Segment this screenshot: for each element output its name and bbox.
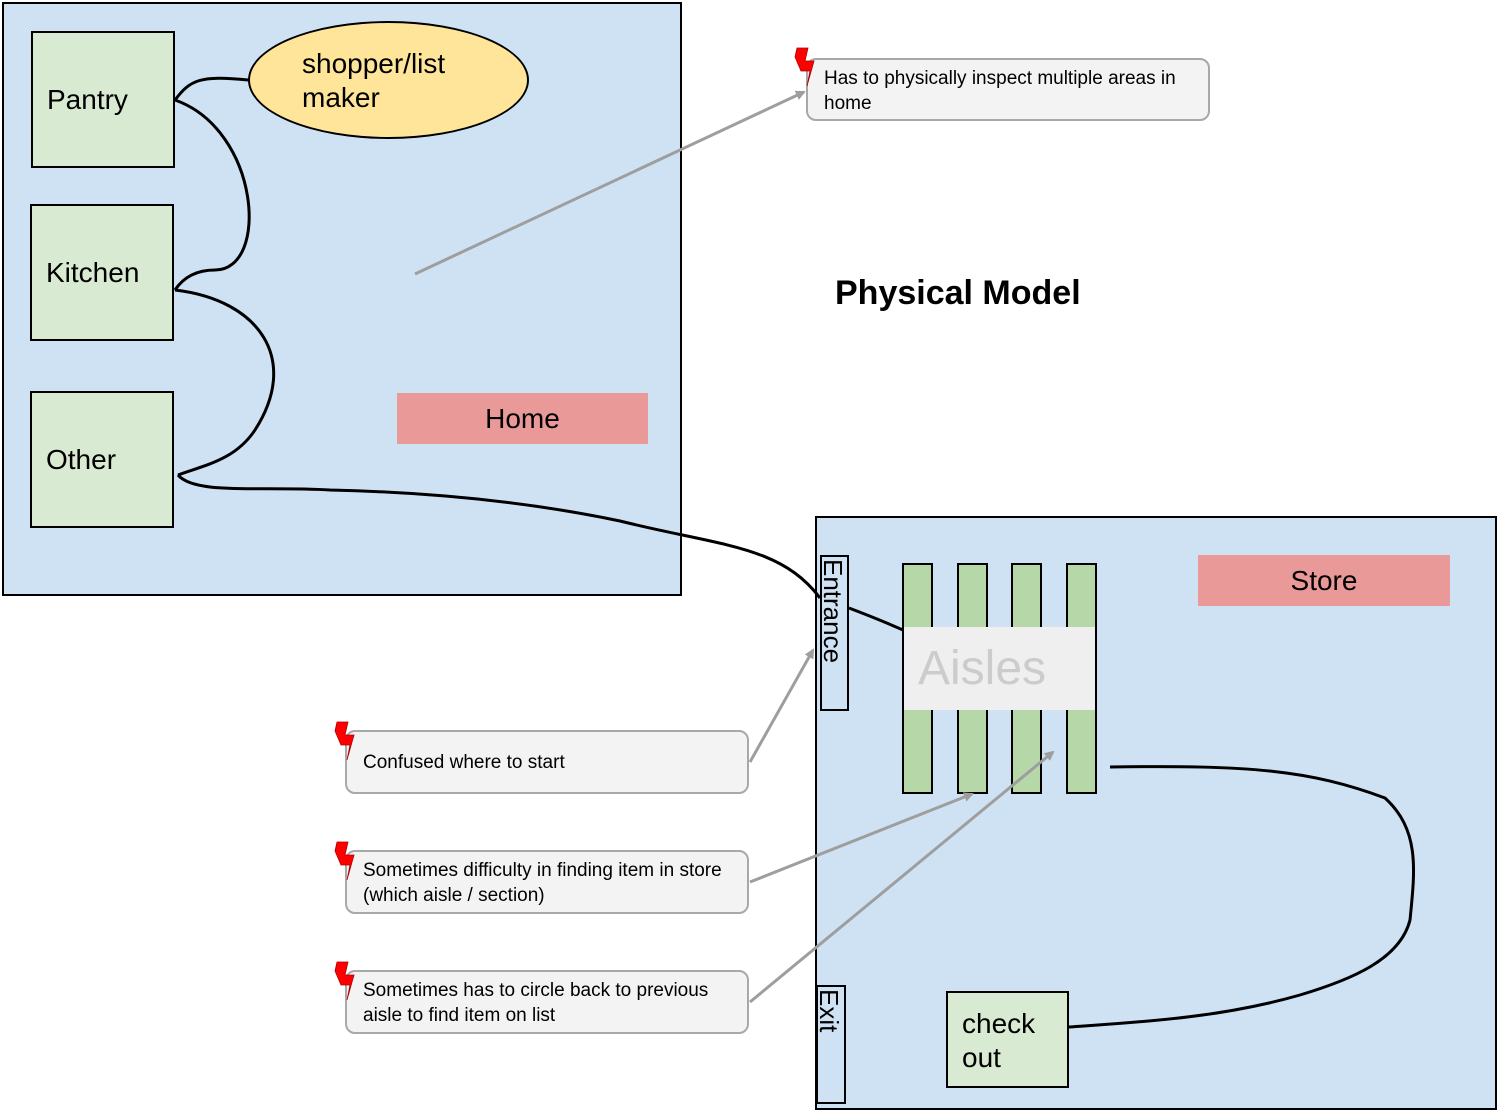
actor-label: shopper/list maker bbox=[302, 48, 446, 113]
checkout-label: check out bbox=[962, 1008, 1036, 1073]
actor-shopper-list-maker: shopper/list maker bbox=[248, 21, 529, 139]
exit-label: Exit bbox=[814, 989, 844, 1033]
store-label-text: Store bbox=[1290, 564, 1358, 596]
pain-point-text: Confused where to start bbox=[363, 752, 565, 773]
arrow-start-to-entrance bbox=[748, 648, 815, 763]
pain-point-callout-start: Confused where to start bbox=[345, 730, 749, 794]
room-pantry-label: Pantry bbox=[47, 83, 128, 115]
home-label-text: Home bbox=[485, 402, 560, 434]
store-label: Store bbox=[1198, 555, 1450, 606]
aisles-label: Aisles bbox=[904, 627, 1095, 710]
entrance-label: Entrance bbox=[818, 559, 848, 664]
pain-point-text: Sometimes difficulty in finding item in … bbox=[363, 860, 722, 906]
aisles-label-text: Aisles bbox=[918, 642, 1047, 695]
pain-point-callout-circle-back: Sometimes has to circle back to previous… bbox=[345, 970, 749, 1034]
pain-point-text: Has to physically inspect multiple areas… bbox=[824, 68, 1176, 114]
room-other-label: Other bbox=[46, 443, 117, 475]
checkout-counter: check out bbox=[946, 991, 1069, 1088]
pain-point-callout-home: Has to physically inspect multiple areas… bbox=[806, 58, 1210, 121]
room-kitchen: Kitchen bbox=[30, 204, 174, 341]
store-entrance: Entrance bbox=[818, 555, 849, 711]
pain-point-callout-finding: Sometimes difficulty in finding item in … bbox=[345, 850, 749, 914]
pain-point-text: Sometimes has to circle back to previous… bbox=[363, 980, 709, 1026]
home-label: Home bbox=[397, 393, 648, 444]
store-exit: Exit bbox=[814, 985, 846, 1104]
room-other: Other bbox=[30, 391, 174, 528]
room-pantry: Pantry bbox=[31, 31, 175, 168]
room-kitchen-label: Kitchen bbox=[46, 256, 140, 288]
page-title: Physical Model bbox=[835, 274, 1081, 312]
